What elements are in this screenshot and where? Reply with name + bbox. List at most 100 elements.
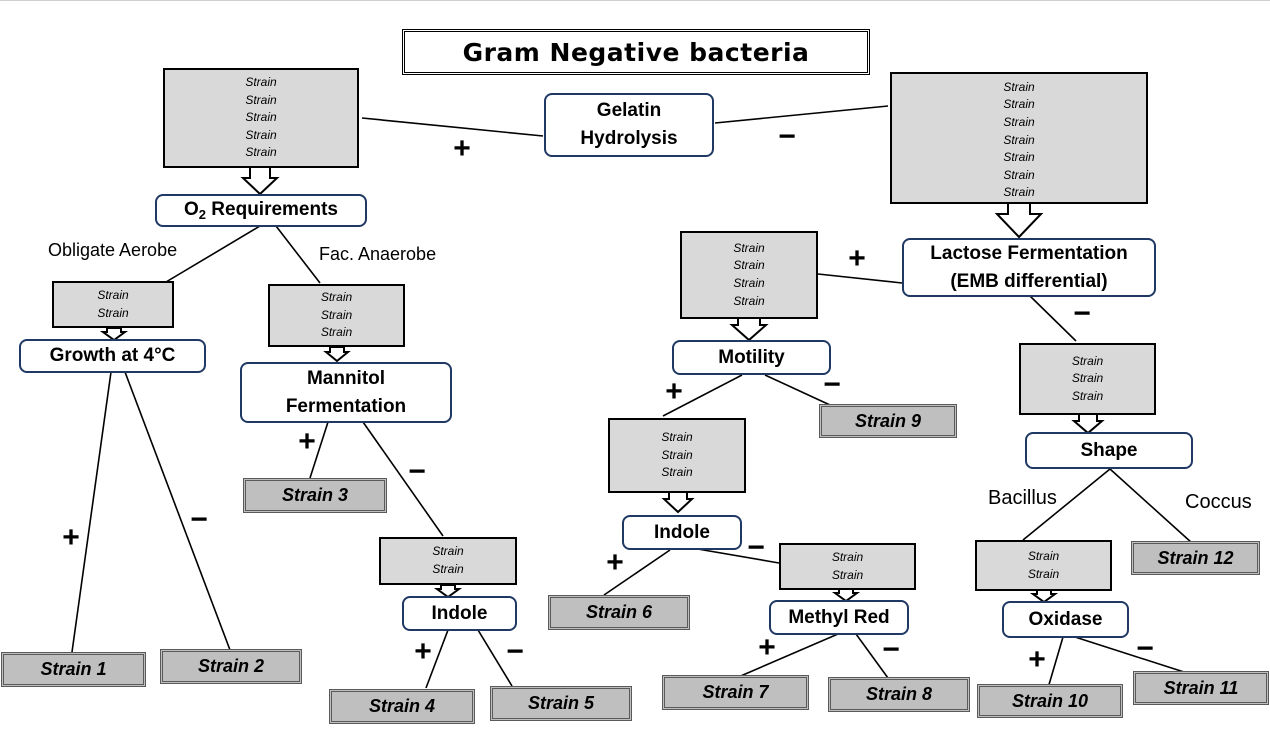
strain-entry: Strain: [661, 430, 693, 445]
result-strain-6: Strain 6: [548, 595, 690, 630]
block-arrow: [661, 491, 695, 514]
minus-sign: −: [1136, 632, 1154, 665]
minus-sign: −: [190, 503, 208, 536]
plus-sign: +: [453, 132, 471, 165]
test-label-line: Gelatin: [596, 100, 662, 121]
test-label-line: Fermentation: [285, 395, 407, 417]
result-strain-7: Strain 7: [662, 675, 809, 710]
strain-entry: Strain: [1003, 185, 1035, 200]
result-strain-1: Strain 1: [1, 652, 146, 687]
connector: [714, 105, 889, 124]
test-label: O2 Requirements: [184, 199, 338, 222]
test-lactose-fermentation: Lactose Fermentation (EMB differential): [902, 238, 1156, 297]
result-strain-9: Strain 9: [819, 404, 957, 438]
block-arrow: [433, 584, 463, 599]
strain-entry: Strain: [831, 567, 864, 582]
strain-entry: Strain: [1003, 132, 1035, 147]
result-strain-4: Strain 4: [329, 689, 475, 724]
diagram-title: Gram Negative bacteria: [402, 29, 870, 75]
strain-entry: Strain: [1003, 79, 1035, 94]
block-arrow: [323, 346, 351, 363]
strain-group-gelatin-negative: Strain Strain Strain Strain Strain Strai…: [890, 72, 1148, 204]
block-arrow: [729, 317, 769, 342]
minus-sign: −: [1073, 297, 1091, 330]
strain-entry: Strain: [1003, 167, 1035, 182]
strain-entry: Strain: [320, 307, 353, 322]
test-label: Methyl Red: [788, 606, 890, 628]
connector: [1074, 636, 1185, 673]
test-label: Growth at 4°C: [49, 345, 176, 366]
strain-entry: Strain: [245, 75, 277, 90]
test-shape: Shape: [1025, 432, 1193, 469]
strain-group-mannitol-negative: Strain Strain: [379, 537, 517, 585]
connector: [165, 225, 261, 283]
strain-entry: Strain: [1027, 566, 1060, 581]
strain-group-motility-positive: Strain Strain Strain: [608, 418, 746, 493]
plus-sign: +: [758, 631, 776, 664]
branch-label-fac-anaerobe: Fac. Anaerobe: [319, 244, 437, 264]
connector: [817, 273, 903, 284]
test-label: Indole: [654, 521, 710, 543]
strain-entry: Strain: [1071, 353, 1104, 368]
strain-group-lactose-negative: Strain Strain Strain: [1019, 343, 1156, 415]
strain-entry: Strain: [733, 293, 765, 308]
block-arrow: [240, 166, 280, 196]
test-indole-left: Indole: [402, 596, 517, 631]
plus-sign: +: [665, 375, 683, 408]
minus-sign: −: [506, 635, 524, 668]
strain-group-fac-anaerobe: Strain Strain Strain: [268, 284, 405, 347]
connector: [361, 117, 544, 137]
strain-entry: Strain: [1003, 97, 1035, 112]
block-arrow: [99, 327, 129, 342]
result-strain-2: Strain 2: [160, 649, 302, 684]
strain-entry: Strain: [432, 562, 464, 576]
strain-entry: Strain: [733, 258, 765, 273]
plus-sign: +: [298, 425, 316, 458]
strain-entry: Strain: [661, 465, 693, 480]
strain-entry: Strain: [320, 325, 353, 340]
test-label: Motility: [718, 346, 785, 368]
test-label: Indole: [431, 602, 488, 624]
connector: [124, 371, 231, 651]
strain-entry: Strain: [97, 287, 129, 302]
strain-group-indole-negative: Strain Strain: [779, 543, 916, 590]
strain-entry: Strain: [320, 290, 353, 305]
test-label-line: Hydrolysis: [580, 128, 678, 149]
connector: [1029, 295, 1077, 342]
connector: [662, 374, 743, 417]
branch-label-obligate-aerobe: Obligate Aerobe: [48, 240, 178, 260]
test-label: Shape: [1080, 439, 1138, 461]
test-mannitol-fermentation: Mannitol Fermentation: [240, 362, 452, 423]
minus-sign: −: [778, 120, 796, 153]
test-methyl-red: Methyl Red: [769, 600, 909, 635]
connector: [362, 421, 444, 537]
block-arrow: [994, 202, 1044, 239]
result-strain-11: Strain 11: [1133, 671, 1269, 705]
strain-entry: Strain: [432, 544, 464, 559]
strain-group-gelatin-positive: Strain Strain Strain Strain Strain: [163, 68, 359, 168]
test-o2-requirements: O2 Requirements: [155, 194, 367, 227]
strain-entry: Strain: [733, 240, 765, 255]
minus-sign: −: [882, 633, 900, 666]
strain-entry: Strain: [1027, 548, 1060, 563]
strain-entry: Strain: [1071, 371, 1104, 386]
minus-sign: −: [408, 455, 426, 488]
plus-sign: +: [1028, 643, 1046, 676]
strain-entry: Strain: [245, 145, 277, 160]
strain-entry: Strain: [245, 127, 277, 142]
test-label: Oxidase: [1028, 608, 1103, 630]
block-arrow: [1071, 413, 1105, 435]
strain-entry: Strain: [733, 276, 765, 290]
plus-sign: +: [62, 521, 80, 554]
test-growth-4c: Growth at 4°C: [19, 339, 206, 373]
plus-sign: +: [848, 242, 866, 275]
strain-entry: Strain: [245, 110, 277, 125]
plus-sign: +: [606, 546, 624, 579]
connector: [1047, 636, 1064, 689]
connector: [764, 374, 831, 406]
connector: [1109, 468, 1193, 544]
result-strain-8: Strain 8: [828, 677, 970, 712]
connector: [309, 421, 329, 479]
strain-entry: Strain: [1003, 150, 1035, 165]
branch-label-coccus: Coccus: [1185, 491, 1252, 513]
